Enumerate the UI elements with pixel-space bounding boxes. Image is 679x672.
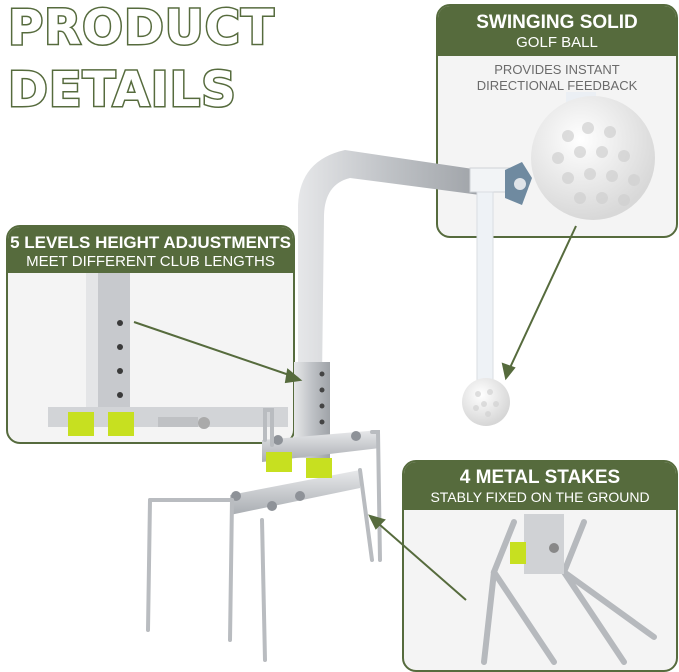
callout-desc-line-1: PROVIDES INSTANT xyxy=(494,62,620,77)
callout-metal-stakes: 4 METAL STAKES STABLY FIXED ON THE GROUN… xyxy=(402,460,678,672)
ball-closeup-illustration xyxy=(531,92,655,220)
stakes-closeup-illustration xyxy=(481,514,657,665)
callout-subtitle: STABLY FIXED ON THE GROUND xyxy=(430,489,650,505)
height-closeup-illustration xyxy=(48,273,288,436)
callout-description: PROVIDES INSTANT DIRECTIONAL FEEDBACK xyxy=(438,62,676,94)
callout-header: 5 LEVELS HEIGHT ADJUSTMENTS MEET DIFFERE… xyxy=(8,227,293,273)
callout-swinging-ball: SWINGING SOLID GOLF BALL PROVIDES INSTAN… xyxy=(436,4,678,238)
title-line-2: DETAILS xyxy=(7,62,238,118)
callout-subtitle: MEET DIFFERENT CLUB LENGTHS xyxy=(26,253,275,270)
callout-height-adjustment: 5 LEVELS HEIGHT ADJUSTMENTS MEET DIFFERE… xyxy=(6,225,295,444)
callout-desc-line-2: DIRECTIONAL FEEDBACK xyxy=(476,78,638,93)
callout-title: 4 METAL STAKES xyxy=(459,467,621,488)
callout-header: 4 METAL STAKES STABLY FIXED ON THE GROUN… xyxy=(404,462,676,510)
title-line-1: PRODUCT xyxy=(7,0,276,56)
callout-title: SWINGING SOLID xyxy=(476,12,638,33)
callout-title: 5 LEVELS HEIGHT ADJUSTMENTS xyxy=(10,233,291,252)
callout-header: SWINGING SOLID GOLF BALL xyxy=(438,6,676,56)
callout-subtitle: GOLF BALL xyxy=(516,34,598,51)
